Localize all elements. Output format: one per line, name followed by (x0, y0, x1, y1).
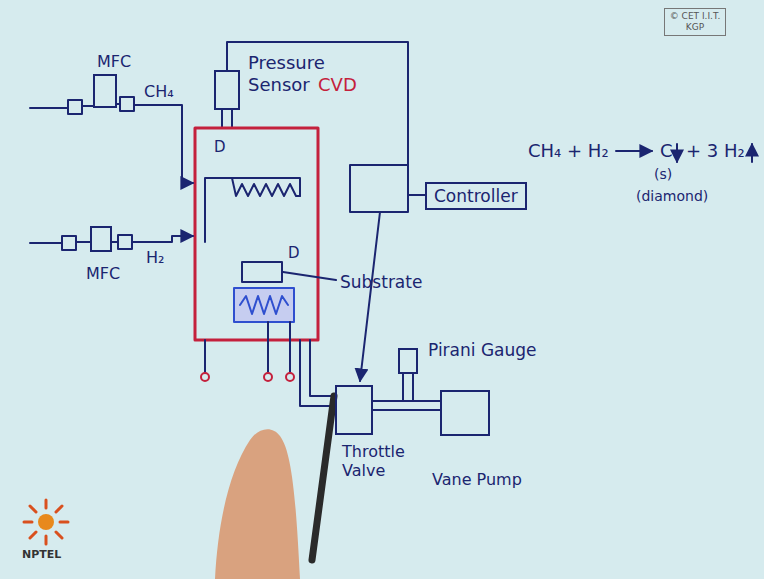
gauge-stem (403, 374, 413, 401)
terminal (286, 373, 294, 381)
label-holder: (diamond) (636, 188, 708, 205)
phase-note: (s) (654, 166, 672, 183)
product: C (660, 140, 673, 162)
hydrogen-inlet (132, 236, 193, 242)
throttle-valve: Throttle Valve (335, 385, 373, 435)
mass-flow-controller: MFC (90, 226, 112, 252)
leader-line (283, 272, 336, 280)
copyright-box: © CET I.I.T. KGP (664, 8, 726, 36)
sensor-stem (222, 110, 232, 128)
gas-arrow (751, 144, 753, 162)
pump-pipe (373, 400, 440, 402)
component-label: MFC (97, 52, 157, 71)
component-label: Pirani Gauge (428, 340, 558, 360)
product: + 3 H₂ (686, 140, 745, 162)
methane-inlet (134, 105, 193, 183)
logo-text: NPTEL (22, 548, 61, 561)
part-name: Substrate (340, 272, 422, 292)
label-holder: CH₄ + H₂ (528, 140, 609, 162)
controller-box: Controller (425, 182, 527, 210)
mfc-fitting (118, 235, 132, 249)
phase-note: (diamond) (636, 188, 708, 205)
logo-rays (24, 500, 68, 544)
label-holder: Substrate (340, 272, 422, 292)
component-label: Throttle Valve (342, 442, 416, 480)
electrical-lead (205, 322, 290, 372)
nptel-logo (24, 500, 68, 544)
component-label: Vane Pump (432, 470, 542, 489)
gas-line (30, 242, 62, 244)
mfc-fitting (120, 97, 134, 111)
pirani-gauge: Pirani Gauge (398, 348, 418, 374)
presenter-hand (215, 396, 334, 579)
part-letter: D (288, 244, 300, 262)
gas-name: H₂ (146, 248, 164, 267)
component-label: MFC (86, 264, 146, 283)
process-title: CVD (318, 74, 357, 96)
pipe-connector (373, 409, 440, 411)
terminal (201, 373, 209, 381)
label-holder: C (660, 140, 673, 162)
precipitate-arrow (676, 144, 678, 162)
cvd-chamber (195, 128, 318, 340)
gas-line (82, 105, 93, 107)
controller-lead (408, 194, 425, 196)
substrate-heater (234, 288, 294, 322)
heater-coil (240, 296, 288, 314)
exhaust-line (300, 340, 335, 406)
hot-filament (232, 178, 300, 196)
label-holder: NPTEL (22, 548, 61, 561)
label-holder: H₂ (146, 248, 164, 267)
substrate-block (242, 262, 282, 282)
reaction-arrow (616, 150, 652, 152)
vane-pump: Vane Pump (440, 390, 490, 436)
logo-core (38, 514, 54, 530)
reactants: CH₄ + H₂ (528, 140, 609, 162)
finger (215, 429, 300, 579)
gas-line (30, 107, 68, 109)
gas-name: CH₄ (144, 82, 174, 101)
part-letter: D (214, 138, 226, 156)
label-holder: + 3 H₂ (686, 140, 745, 162)
mfc-fitting (62, 236, 76, 250)
label-holder: (s) (654, 166, 672, 183)
label-holder: D (214, 138, 226, 156)
pressure-sensor: Pressure Sensor (214, 70, 240, 110)
label-holder: CH₄ (144, 82, 174, 101)
component-label: © CET I.I.T. KGP (668, 11, 722, 33)
label-holder: D (288, 244, 300, 262)
component-label: Controller (434, 186, 518, 206)
control-unit (350, 165, 408, 212)
valve-signal (360, 212, 380, 381)
mfc-fitting (68, 100, 82, 114)
pen (312, 396, 334, 560)
label-holder: CVD (318, 74, 357, 96)
filament-support (205, 178, 300, 242)
terminal (264, 373, 272, 381)
gas-line (76, 241, 90, 243)
mass-flow-controller: MFC (93, 74, 117, 108)
sketch-lines (30, 42, 752, 406)
